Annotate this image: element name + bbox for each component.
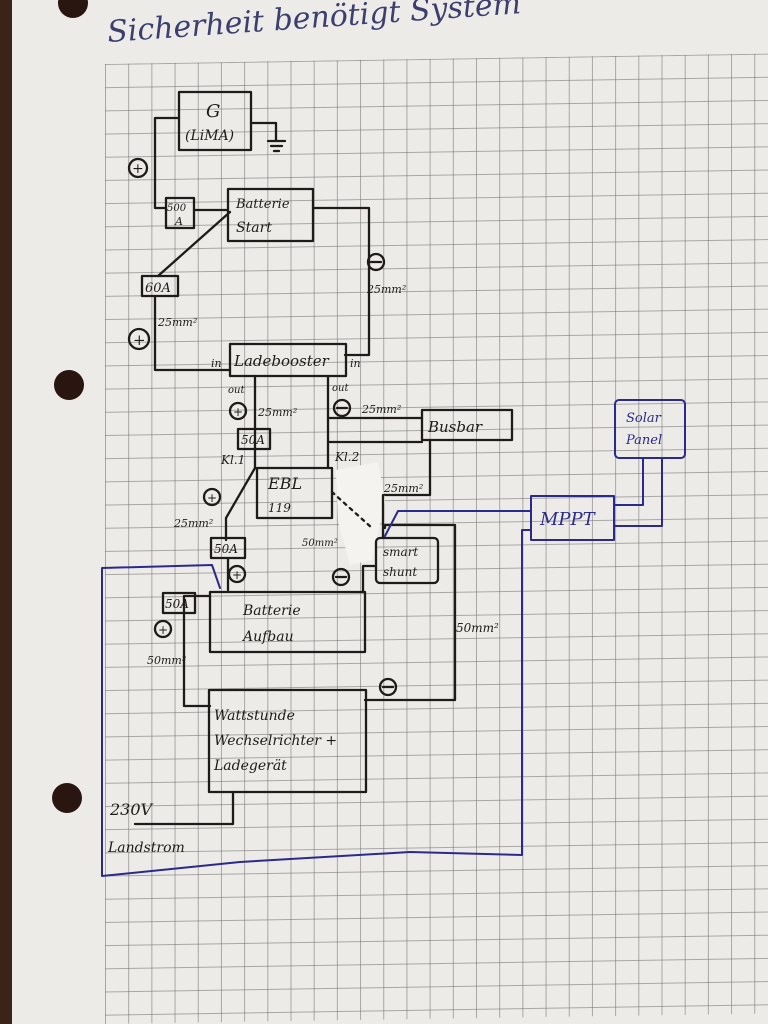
wire-solar-mppt	[613, 457, 663, 527]
svg-text:60A: 60A	[145, 281, 171, 296]
svg-text:Panel: Panel	[625, 433, 662, 448]
fuse-50a-left	[161, 591, 197, 615]
wire-start-plus	[156, 210, 232, 278]
wire-generator-fuse	[153, 116, 181, 210]
wire-busbar	[326, 416, 424, 444]
svg-text:EBL: EBL	[267, 474, 302, 493]
minus-symbol	[366, 252, 386, 272]
svg-text:50mm²: 50mm²	[302, 538, 338, 549]
generator-label: G	[206, 101, 220, 122]
solar-panel-box	[614, 399, 686, 459]
svg-text:500: 500	[167, 203, 187, 214]
svg-text:Aufbau: Aufbau	[241, 629, 294, 645]
aufbau-battery-box	[208, 590, 367, 654]
minus-symbol	[332, 398, 352, 418]
fuse-50a-top	[236, 427, 272, 451]
svg-text:Solar: Solar	[626, 411, 662, 426]
svg-text:+: +	[207, 491, 217, 505]
svg-text:Landstrom: Landstrom	[107, 840, 185, 856]
svg-text:in: in	[211, 357, 222, 370]
page-title: Sicherheit benötigt System	[106, 0, 522, 50]
svg-text:out: out	[228, 385, 245, 396]
inverter-box	[207, 688, 368, 794]
punch-hole	[52, 783, 82, 813]
svg-text:Ladegerät: Ladegerät	[213, 758, 287, 774]
svg-text:Busbar: Busbar	[427, 418, 483, 436]
smart-shunt-box	[374, 536, 440, 585]
wire-ebl-kl1	[224, 466, 257, 542]
svg-text:Start: Start	[236, 220, 272, 236]
svg-text:out: out	[332, 383, 349, 394]
ladebooster-box	[228, 342, 348, 378]
plus-symbol	[228, 401, 248, 421]
svg-text:A: A	[174, 215, 183, 228]
minus-symbol	[378, 677, 398, 697]
svg-text:25mm²: 25mm²	[257, 406, 297, 419]
svg-text:230V: 230V	[109, 800, 154, 819]
ground-icon	[266, 139, 287, 153]
plus-symbol	[127, 327, 151, 351]
svg-text:shunt: shunt	[383, 565, 417, 579]
svg-text:25mm²: 25mm²	[361, 403, 401, 416]
plus-symbol	[153, 619, 173, 639]
svg-text:+: +	[133, 331, 146, 349]
mppt-box	[530, 495, 615, 541]
fuse-60a	[140, 274, 180, 298]
wire-shore-power	[133, 790, 235, 826]
generator-box	[177, 90, 253, 152]
svg-text:Wechselrichter +: Wechselrichter +	[214, 733, 337, 749]
svg-text:Kl.1: Kl.1	[220, 453, 245, 467]
wire-aufbau-inverter-plus	[182, 594, 212, 708]
ground-wire	[249, 121, 278, 142]
svg-text:MPPT: MPPT	[539, 509, 597, 530]
wire-mppt-aufbau	[101, 529, 532, 877]
svg-text:50mm²: 50mm²	[456, 621, 499, 635]
svg-text:Batterie: Batterie	[242, 603, 301, 619]
torn-paper-patch	[336, 462, 385, 565]
plus-symbol	[127, 157, 149, 179]
svg-text:in: in	[350, 357, 361, 370]
plus-symbol	[227, 564, 247, 584]
minus-symbol	[331, 567, 351, 587]
punch-hole	[58, 0, 88, 18]
svg-text:+: +	[233, 405, 243, 419]
busbar-box	[420, 408, 514, 442]
svg-text:+: +	[232, 568, 242, 582]
wire-start-minus	[311, 206, 371, 357]
svg-text:25mm²: 25mm²	[157, 316, 197, 329]
fuse-500a	[164, 196, 196, 230]
generator-sublabel: (LiMA)	[185, 128, 234, 144]
svg-text:+: +	[132, 161, 144, 177]
wire-60a-booster	[153, 294, 232, 372]
svg-text:Kl.2: Kl.2	[334, 450, 359, 464]
svg-text:50mm²: 50mm²	[147, 654, 186, 667]
plus-symbol	[202, 487, 222, 507]
svg-text:119: 119	[268, 501, 291, 515]
wire-mppt-shunt	[384, 510, 532, 537]
svg-text:25mm²: 25mm²	[173, 517, 213, 530]
svg-text:smart: smart	[383, 545, 418, 559]
svg-text:+: +	[158, 623, 168, 637]
svg-text:50A: 50A	[241, 433, 265, 447]
svg-text:50A: 50A	[165, 597, 189, 611]
svg-text:25mm²: 25mm²	[383, 482, 423, 495]
svg-text:25mm²: 25mm²	[366, 283, 406, 296]
wire-shunt-inverter	[363, 523, 457, 702]
svg-text:Batterie: Batterie	[235, 197, 290, 212]
svg-text:Ladebooster: Ladebooster	[233, 352, 330, 370]
svg-text:50A: 50A	[214, 542, 238, 556]
wire-busbar-ebl	[381, 438, 432, 497]
wire-shunt-aufbau-minus	[361, 564, 378, 594]
svg-text:Wattstunde: Wattstunde	[214, 708, 295, 724]
punch-hole	[54, 370, 84, 400]
